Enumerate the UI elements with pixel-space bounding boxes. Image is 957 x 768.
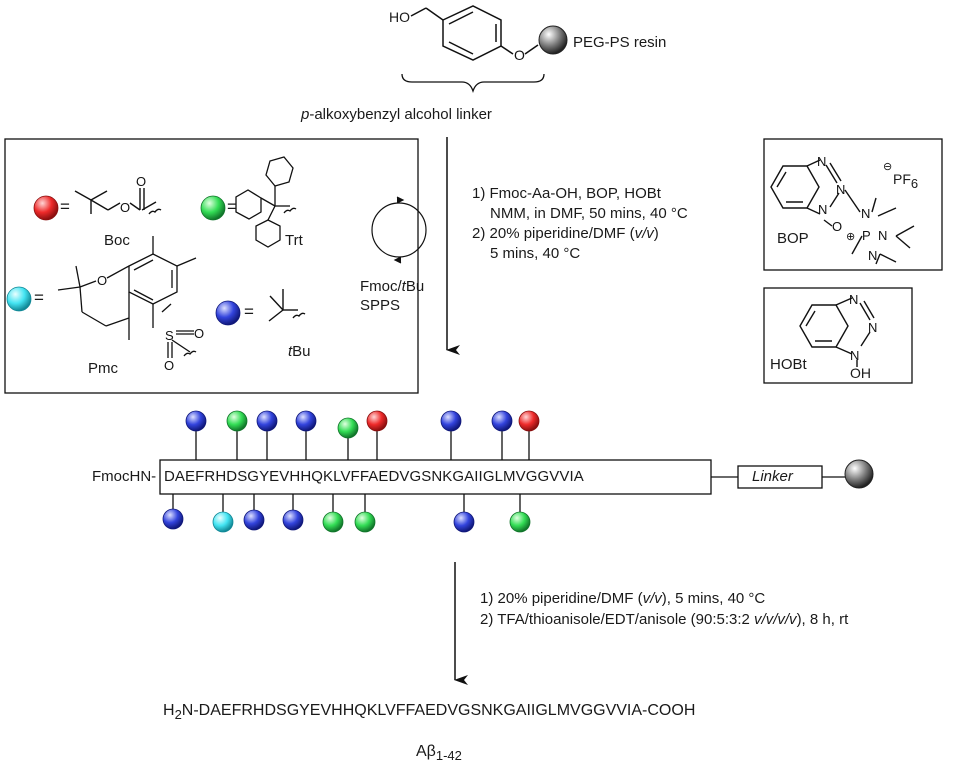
spps-line1-b: Bu <box>405 278 425 295</box>
hobt-n3: N <box>850 348 859 363</box>
product-rest: N-DAEFRHDSGYEVHHQKLVFFAEDVGSNKGAIIGLMVGG… <box>181 702 696 719</box>
cycle-arrow-icon <box>371 196 427 264</box>
spps-line1-a: Fmoc/ <box>360 278 402 295</box>
boc-carbonyl-oxygen: O <box>136 174 146 189</box>
linker-caption-rest: -alkoxybenzyl alcohol linker <box>309 106 492 123</box>
pf6-label: PF6 <box>893 170 918 193</box>
tbu-structure <box>268 289 306 322</box>
trt-structure <box>235 156 297 248</box>
linker-structure <box>410 5 539 61</box>
conditions2-line1-a: 1) 20% piperidine/DMF ( <box>480 590 643 607</box>
bop-phosphorus: P <box>862 228 871 243</box>
pmc-sulfur: S <box>165 328 174 343</box>
abeta-subscript: 1-42 <box>435 748 462 764</box>
product-sequence: H2N-DAEFRHDSGYEVHHQKLVFFAEDVGSNKGAIIGLMV… <box>163 702 695 724</box>
top-side-chain-beads <box>185 410 540 460</box>
pmc-structure <box>57 236 197 358</box>
abeta-text: Aβ <box>416 743 436 760</box>
peptide-prefix: FmocHN- <box>92 468 157 485</box>
boc-label: Boc <box>104 232 130 249</box>
tbu-label-italic: t <box>288 343 293 360</box>
hobt-box <box>763 287 913 384</box>
spps-line2: SPPS <box>360 297 401 314</box>
hobt-n2: N <box>868 320 877 335</box>
trt-label: Trt <box>285 232 303 249</box>
ho-label: HO <box>389 9 410 25</box>
tbu-bead-icon <box>215 300 241 326</box>
tbu-equals: = <box>244 302 254 321</box>
boc-bead-icon <box>33 195 59 221</box>
conditions1-line3-b: ) <box>653 225 659 242</box>
pmc-sulfonyl-oxygen-2: O <box>164 358 174 373</box>
hobt-structure <box>799 297 875 367</box>
linker-caption: p-alkoxybenzyl alcohol linker <box>301 106 492 124</box>
product-h: H <box>163 702 175 719</box>
pf6-subscript: 6 <box>910 175 919 191</box>
tbu-label-rest: Bu <box>292 343 311 360</box>
conditions1-line3-italic: v/v <box>634 225 654 242</box>
ether-oxygen: O <box>514 47 525 63</box>
hobt-oh: OH <box>850 365 871 381</box>
boc-structure <box>74 188 162 215</box>
protecting-groups-box <box>4 138 419 394</box>
conditions2-line1-b: ), 5 mins, 40 °C <box>661 590 766 607</box>
pmc-bead-icon <box>6 286 32 312</box>
pmc-equals: = <box>34 288 44 307</box>
conditions2-line2-b: ), 8 h, rt <box>796 611 849 628</box>
bottom-side-chain-beads <box>162 494 531 533</box>
bop-n1: N <box>817 154 826 169</box>
conditions2-line1-italic: v/v <box>642 590 662 607</box>
resin-bead-icon <box>538 25 568 55</box>
hobt-n1: N <box>849 292 858 307</box>
pmc-ring-oxygen: O <box>97 273 107 288</box>
tbu-label: tBu <box>288 343 311 361</box>
linker-caption-italic: p <box>301 106 310 123</box>
resin-label: PEG-PS resin <box>573 34 667 51</box>
conditions2-line2-italic: v/v/v/v <box>754 611 797 628</box>
conditions1-line2: NMM, in DMF, 50 mins, 40 °C <box>490 205 688 222</box>
bop-n6: N <box>868 248 877 263</box>
boc-equals: = <box>60 197 70 216</box>
bop-n3: N <box>818 202 827 217</box>
linker-label: Linker <box>752 468 793 485</box>
product-h-subscript: 2 <box>174 707 182 723</box>
pf6-text: PF <box>893 171 911 187</box>
pmc-label: Pmc <box>88 360 118 377</box>
bop-structure <box>770 159 915 265</box>
conditions1-line3: 2) 20% piperidine/DMF (v/v) <box>472 225 659 243</box>
bop-box <box>763 138 943 271</box>
peptide-resin-bead-icon <box>844 459 874 489</box>
bop-label: BOP <box>777 230 809 247</box>
bop-n5: N <box>878 228 887 243</box>
conditions2-line2-a: 2) TFA/thioanisole/EDT/anisole (90:5:3:2 <box>480 611 755 628</box>
peptide-sequence: DAEFRHDSGYEVHHQKLVFFAEDVGSNKGAIIGLMVGGVV… <box>164 468 584 485</box>
conditions2-line1: 1) 20% piperidine/DMF (v/v), 5 mins, 40 … <box>480 590 765 608</box>
spps-line1-italic: t <box>401 278 406 295</box>
conditions1-line3-a: 2) 20% piperidine/DMF ( <box>472 225 635 242</box>
bop-oxygen: O <box>832 219 842 234</box>
conditions1-line4: 5 mins, 40 °C <box>490 245 581 262</box>
trt-equals: = <box>227 197 237 216</box>
conditions1-line1: 1) Fmoc-Aa-OH, BOP, HOBt <box>472 185 661 202</box>
abeta-label: Aβ1-42 <box>416 743 462 765</box>
spps-line1: Fmoc/tBu <box>360 278 424 296</box>
conditions2-line2: 2) TFA/thioanisole/EDT/anisole (90:5:3:2… <box>480 611 848 629</box>
trt-bead-icon <box>200 195 226 221</box>
pmc-sulfonyl-oxygen-1: O <box>194 326 204 341</box>
linker-brace <box>401 73 545 94</box>
bop-n4: N <box>861 206 870 221</box>
bop-minus-charge: ⊖ <box>883 161 892 173</box>
bop-n2: N <box>836 182 845 197</box>
bop-plus-charge: ⊕ <box>846 231 855 243</box>
hobt-label: HOBt <box>770 356 807 373</box>
boc-ester-oxygen: O <box>120 200 130 215</box>
